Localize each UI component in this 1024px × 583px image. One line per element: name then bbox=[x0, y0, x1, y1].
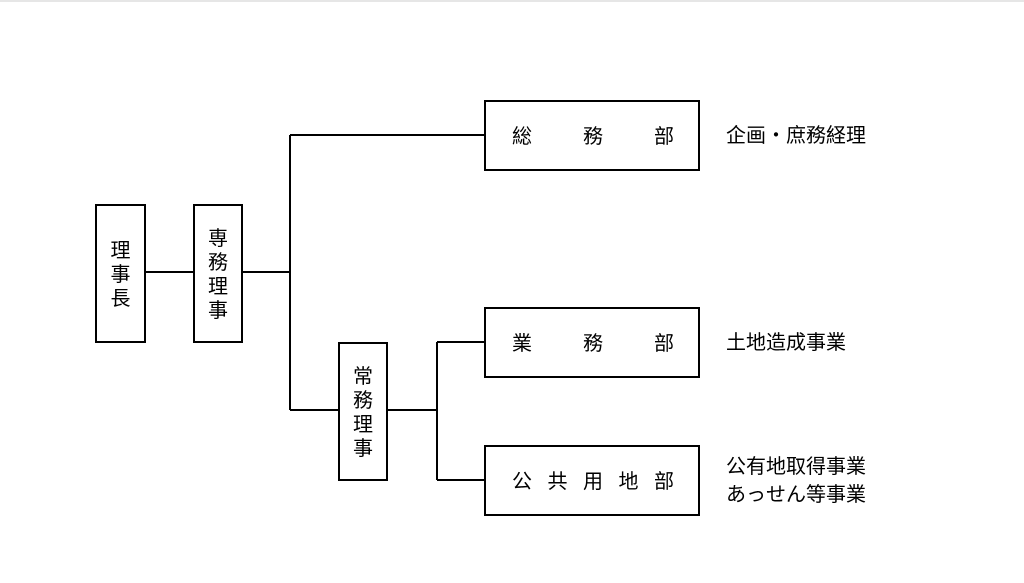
desc-public-land-line1: 公有地取得事業 bbox=[726, 454, 866, 478]
node-label-char: 事 bbox=[110, 261, 131, 286]
node-label-char: 総 bbox=[512, 123, 532, 148]
node-label-char: 事 bbox=[353, 435, 373, 460]
node-label-char: 事 bbox=[208, 297, 228, 322]
node-label-char: 務 bbox=[208, 249, 228, 274]
desc-public-land-line2: あっせん等事業 bbox=[726, 482, 866, 506]
top-divider bbox=[0, 0, 1024, 2]
node-label-char: 部 bbox=[654, 123, 674, 148]
desc-general-affairs: 企画・庶務経理 bbox=[726, 123, 866, 147]
node-business: 業務部 bbox=[484, 307, 700, 378]
node-label-char: 理 bbox=[208, 273, 228, 298]
node-label-char: 専 bbox=[208, 225, 228, 250]
node-label-char: 理 bbox=[110, 237, 131, 262]
node-label-char: 公 bbox=[512, 468, 532, 493]
node-label-char: 務 bbox=[353, 387, 373, 412]
desc-business: 土地造成事業 bbox=[726, 330, 846, 354]
node-label-char: 務 bbox=[583, 123, 603, 148]
node-senior-director: 専務理事 bbox=[193, 204, 243, 343]
node-label-char: 務 bbox=[583, 330, 603, 355]
node-chairman: 理事長 bbox=[95, 204, 146, 343]
node-general-affairs: 総務部 bbox=[484, 100, 700, 171]
node-label-char: 共 bbox=[547, 468, 568, 493]
node-label-char: 理 bbox=[353, 411, 373, 436]
node-label-char: 常 bbox=[353, 363, 373, 388]
node-label-char: 業 bbox=[512, 330, 532, 355]
node-label-char: 長 bbox=[110, 285, 131, 310]
node-public-land: 公共用地部 bbox=[484, 445, 700, 516]
node-label-char: 部 bbox=[654, 330, 674, 355]
node-managing-director: 常務理事 bbox=[338, 342, 388, 481]
node-label-char: 地 bbox=[618, 468, 639, 493]
node-label-char: 用 bbox=[583, 468, 603, 493]
node-label-char: 部 bbox=[654, 468, 674, 493]
